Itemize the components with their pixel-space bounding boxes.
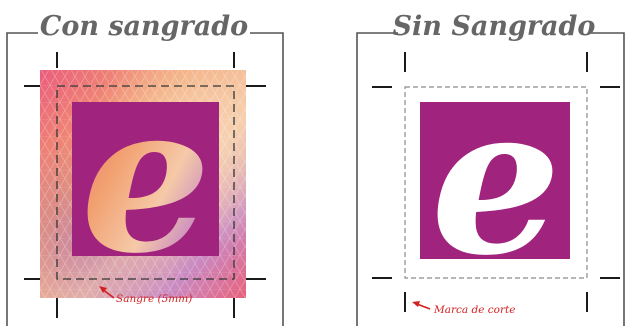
bleed-annotation-label: Sangre (5mm) bbox=[116, 293, 192, 305]
title-without-bleed: Sin Sangrado bbox=[393, 11, 596, 42]
annotation-bleed: Sangre (5mm) bbox=[99, 286, 192, 305]
trim-line bbox=[56, 85, 235, 280]
trim-line-gray bbox=[404, 86, 588, 279]
frame-with-bleed bbox=[6, 32, 284, 326]
panel-with-bleed: Con sangrado e bbox=[6, 11, 284, 326]
frame-without-bleed bbox=[356, 32, 625, 326]
logo-letter: e bbox=[81, 59, 211, 299]
crop-mark-annotation-label: Marca de corte bbox=[433, 304, 515, 316]
title-with-bleed: Con sangrado bbox=[40, 11, 248, 42]
panel-without-bleed: Sin Sangrado e Marca de corte bbox=[356, 11, 625, 326]
crop-marks-without-bleed bbox=[372, 52, 620, 312]
logo-without-bleed: e bbox=[420, 61, 570, 301]
crop-marks-with-bleed bbox=[24, 52, 266, 318]
logo-square bbox=[72, 102, 219, 256]
logo-square bbox=[420, 102, 570, 259]
logo-letter: e bbox=[431, 61, 561, 301]
annotation-crop-mark: Marca de corte bbox=[412, 301, 515, 316]
logo-with-bleed: e bbox=[72, 59, 219, 299]
